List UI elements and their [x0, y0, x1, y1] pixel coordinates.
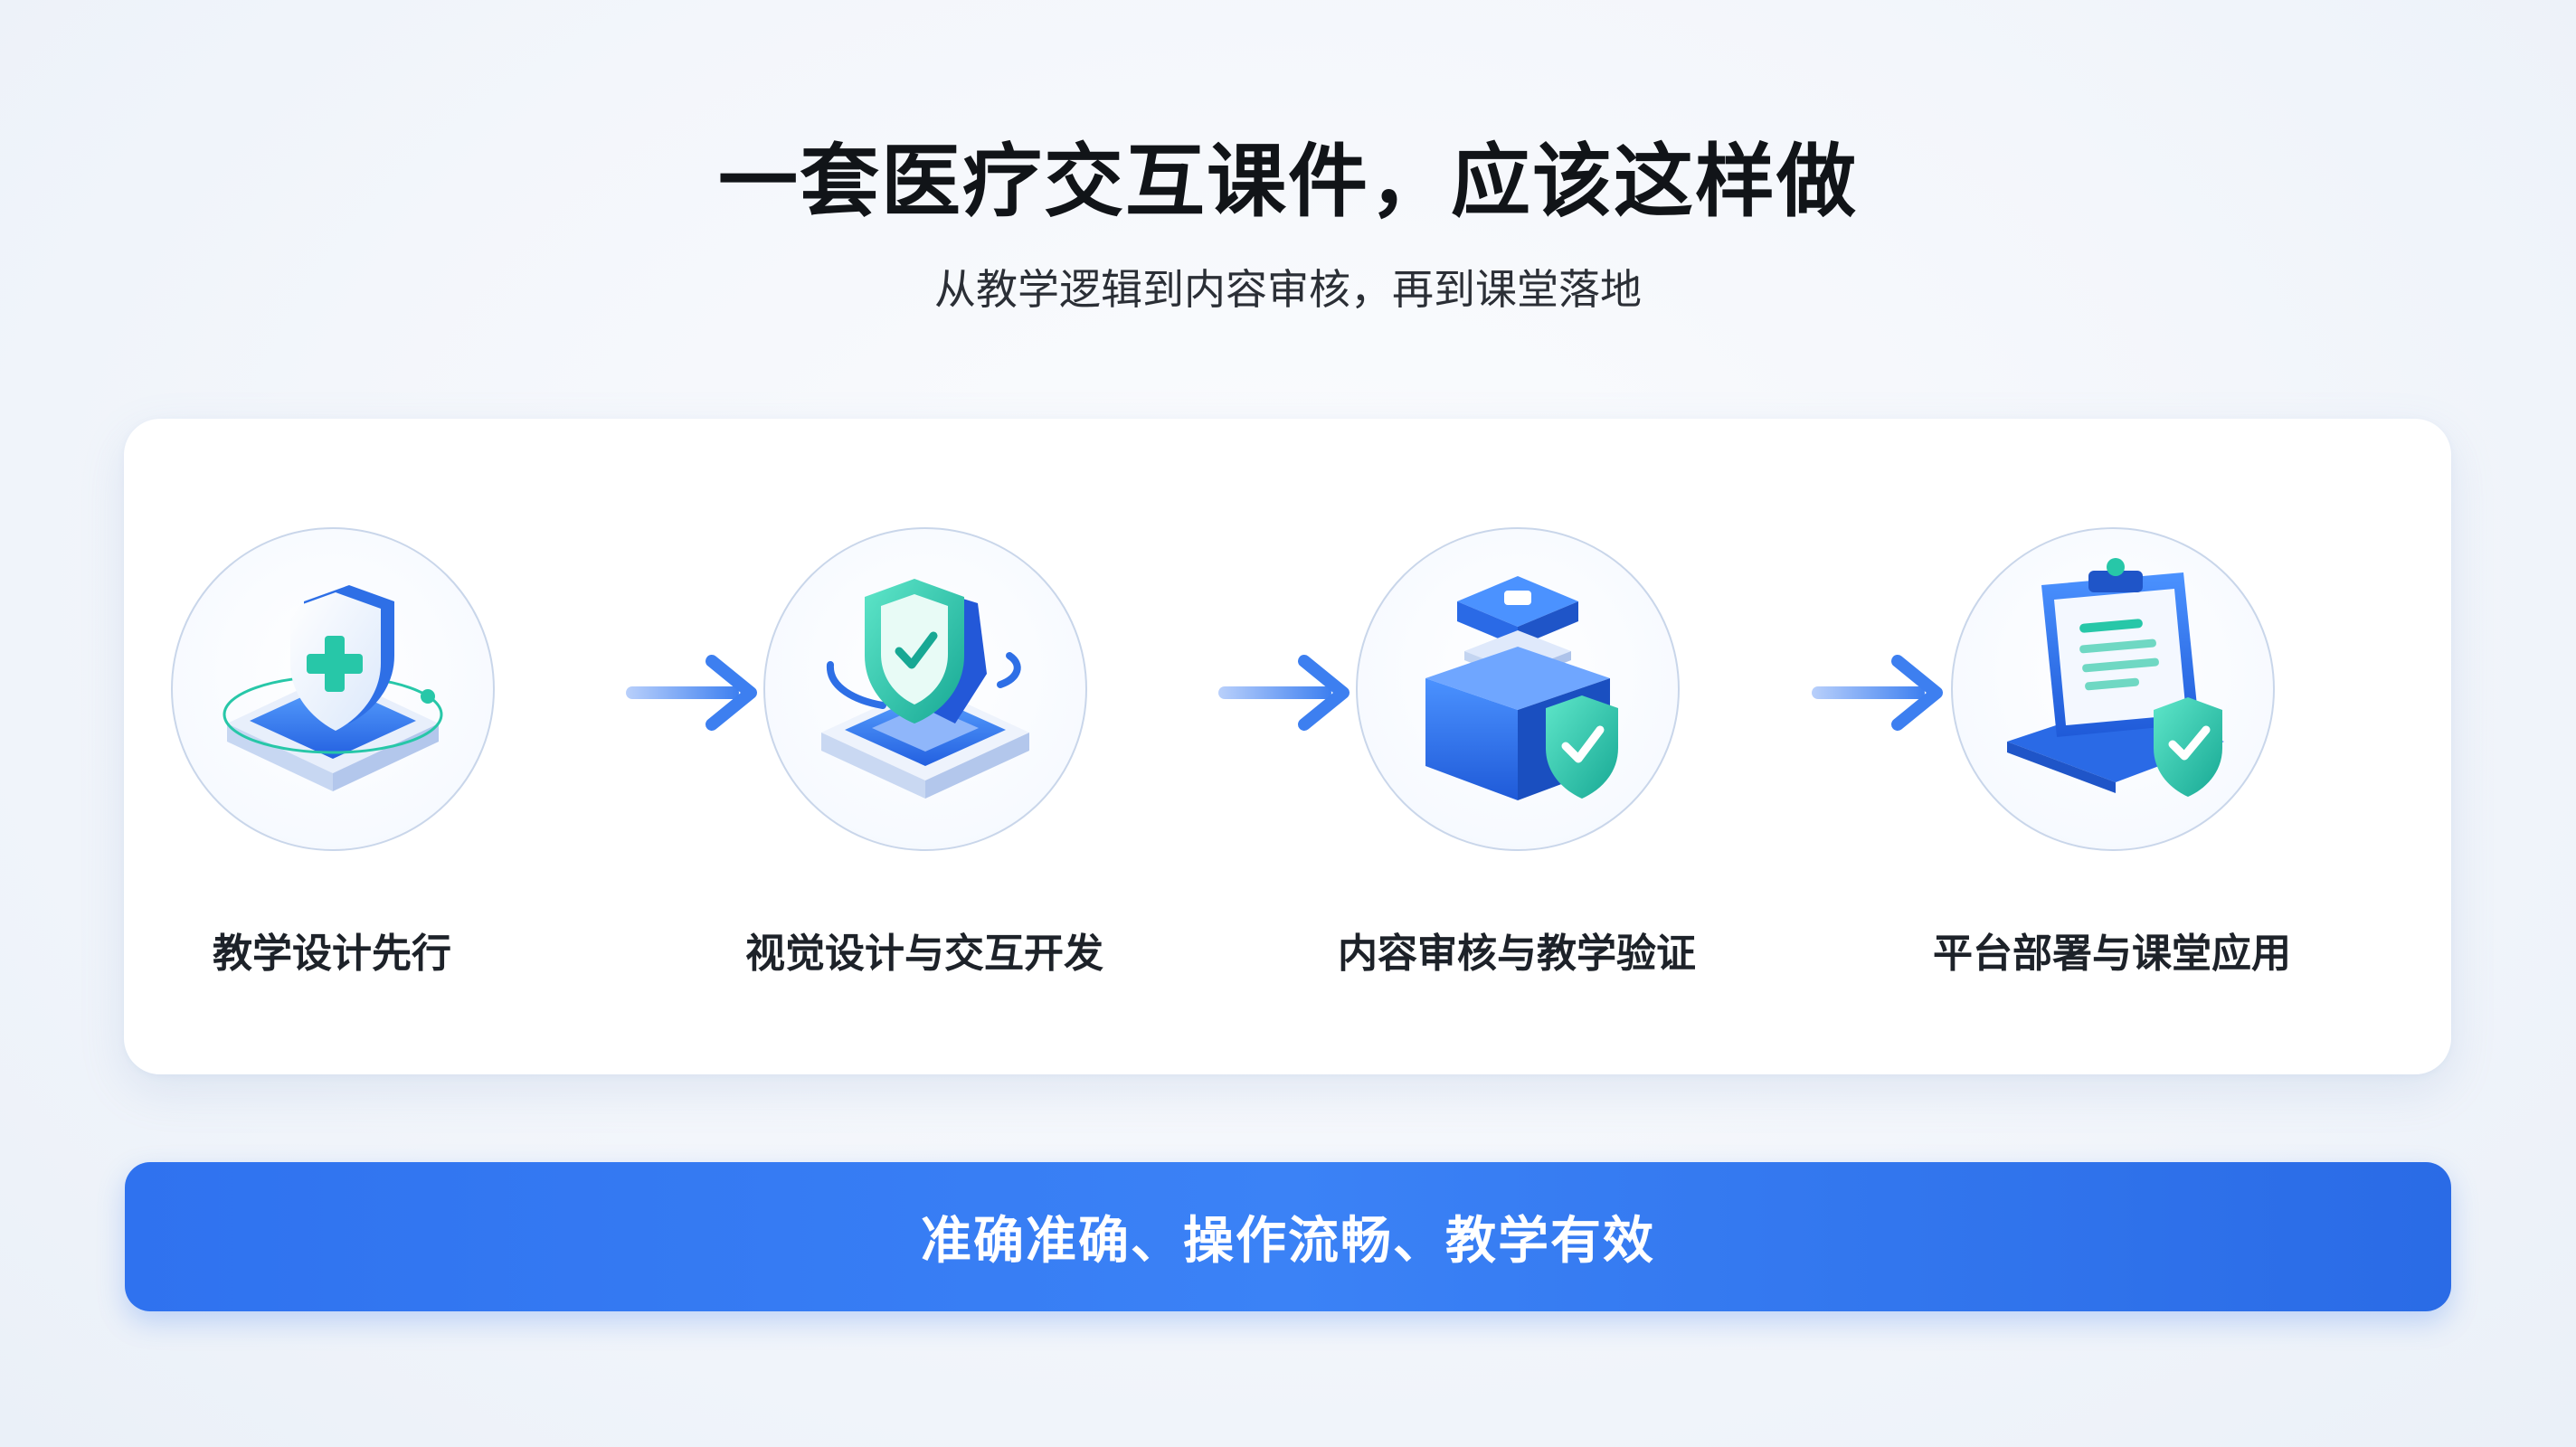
step-circle	[1356, 527, 1680, 851]
medical-shield-icon	[223, 585, 443, 791]
shield-platform-icon	[821, 579, 1029, 799]
step-label: 平台部署与课堂应用	[1933, 931, 2291, 977]
step-circle	[171, 527, 495, 851]
summary-banner-text: 准确准确、操作流畅、教学有效	[921, 1212, 1655, 1271]
summary-banner: 准确准确、操作流畅、教学有效	[125, 1162, 2451, 1311]
arrow-right-icon	[1812, 655, 1943, 731]
step-circle	[763, 527, 1087, 851]
clipboard-laptop-icon	[2007, 558, 2224, 797]
process-card: 教学设计先行	[124, 419, 2451, 1074]
page-subtitle: 从教学逻辑到内容审核，再到课堂落地	[934, 265, 1642, 314]
review-box-shield-icon	[1425, 576, 1618, 800]
step-label: 教学设计先行	[213, 931, 451, 977]
page-title: 一套医疗交互课件，应该这样做	[717, 135, 1858, 228]
arrow-right-icon	[1218, 655, 1350, 731]
step-label: 视觉设计与交互开发	[745, 931, 1103, 977]
step-circle	[1951, 527, 2275, 851]
arrow-right-icon	[626, 655, 757, 731]
step-label: 内容审核与教学验证	[1338, 931, 1696, 977]
